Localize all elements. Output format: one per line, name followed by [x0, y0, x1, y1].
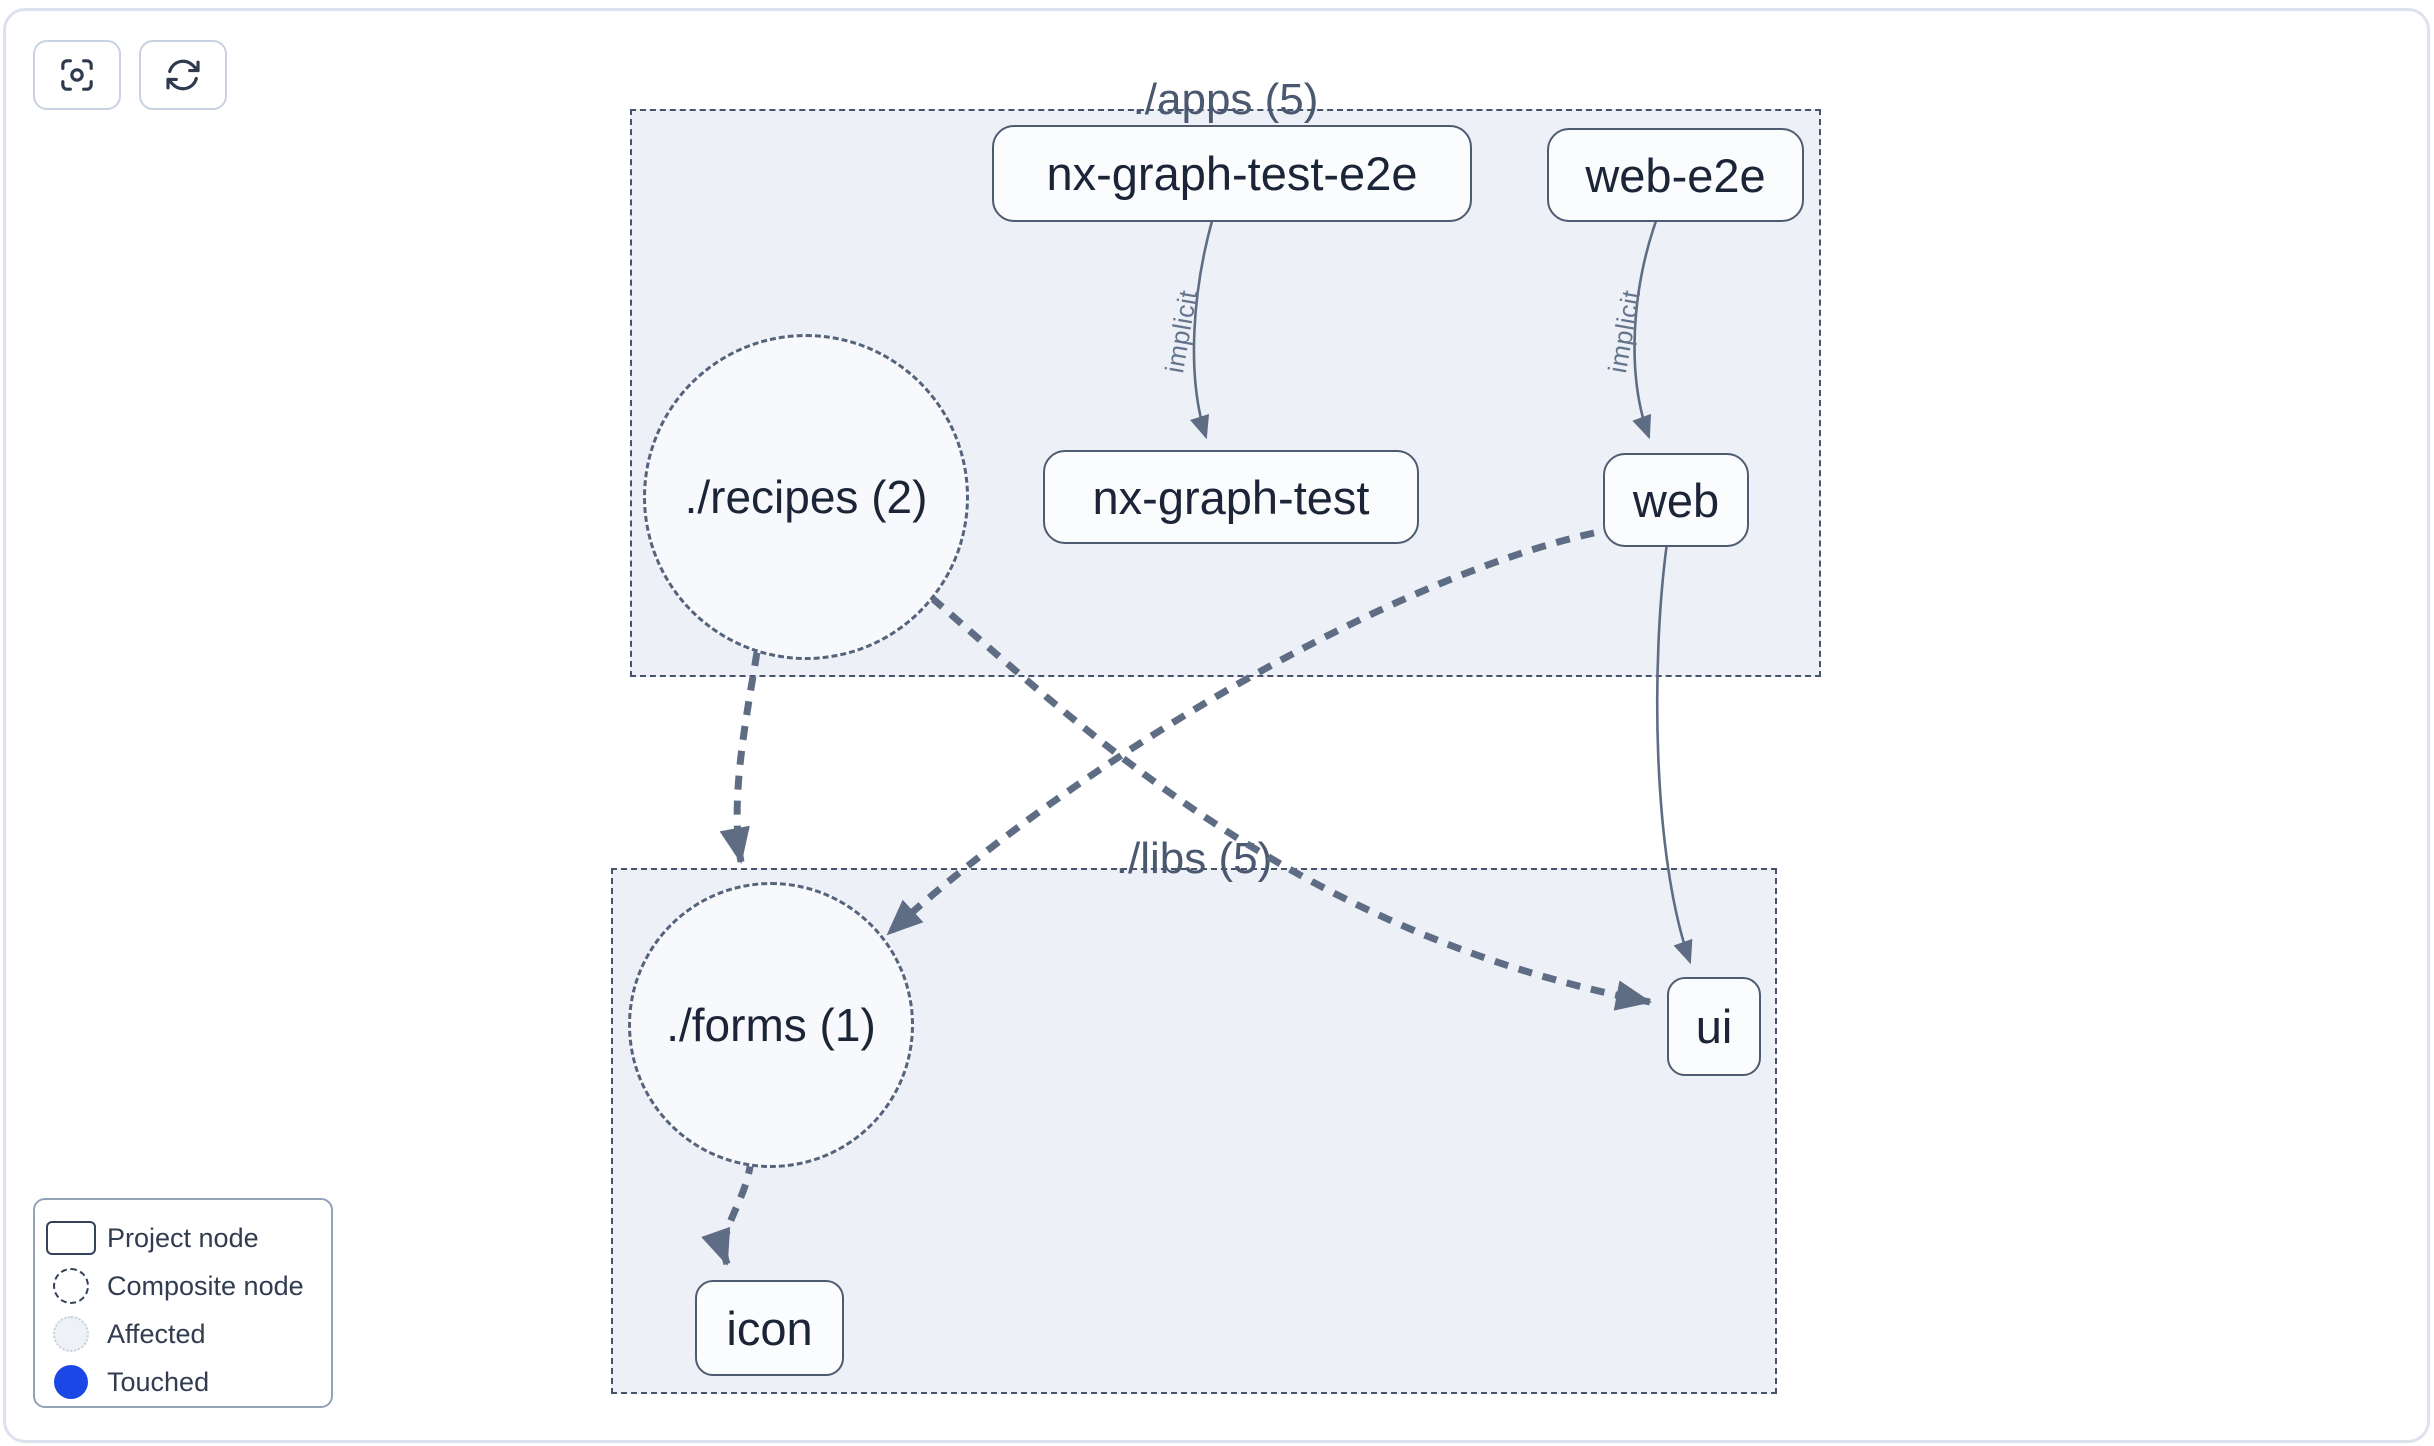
legend-row-project-node: Project node — [35, 1214, 331, 1262]
project-node-ui-label: ui — [1695, 1000, 1733, 1053]
composite-node-recipes[interactable]: ./recipes (2) — [643, 334, 969, 660]
composite-node-marker-icon — [53, 1268, 89, 1304]
group-apps-label: ./apps (5) — [1132, 75, 1319, 124]
edge-recipes-to-ui — [929, 595, 1652, 1011]
group-libs-label: ./libs (5) — [1115, 834, 1273, 883]
composite-node-recipes-label: ./recipes (2) — [684, 471, 928, 523]
edge-nx-graph-test-e2e-to-nx-graph-test — [1190, 220, 1214, 440]
project-node-marker-icon — [46, 1221, 96, 1255]
project-node-ui[interactable]: ui — [1667, 977, 1761, 1076]
affected-marker-icon — [53, 1316, 89, 1352]
project-node-nx-graph-test-e2e-label: nx-graph-test-e2e — [1046, 147, 1418, 200]
edge-web-e2e-to-web — [1632, 220, 1658, 440]
legend-row-affected: Affected — [35, 1310, 331, 1358]
legend-label-composite-node: Composite node — [107, 1270, 304, 1301]
refresh-graph-button[interactable] — [139, 40, 227, 110]
project-node-nx-graph-test-label: nx-graph-test — [1092, 470, 1370, 524]
legend-label-project-node: Project node — [107, 1222, 259, 1253]
legend-label-touched: Touched — [107, 1366, 210, 1397]
project-node-web[interactable]: web — [1603, 453, 1749, 547]
edge-label-implicit-1: implicit — [1159, 287, 1203, 375]
project-node-icon[interactable]: icon — [695, 1280, 844, 1376]
project-node-nx-graph-test-e2e[interactable]: nx-graph-test-e2e — [992, 125, 1472, 222]
touched-marker-icon — [54, 1365, 88, 1399]
graph-toolbar — [33, 40, 227, 110]
project-node-icon-label: icon — [726, 1301, 813, 1355]
project-node-web-e2e[interactable]: web-e2e — [1547, 128, 1804, 222]
edge-web-to-forms — [885, 529, 1595, 937]
project-node-web-e2e-label: web-e2e — [1585, 148, 1766, 202]
composite-node-forms-label: ./forms (1) — [666, 999, 876, 1051]
legend-row-composite-node: Composite node — [35, 1262, 331, 1310]
legend-label-affected: Affected — [107, 1318, 206, 1349]
project-node-web-label: web — [1632, 473, 1720, 527]
edge-recipes-to-forms — [719, 651, 761, 864]
edge-forms-to-icon — [701, 1159, 755, 1266]
legend-row-touched: Touched — [35, 1358, 331, 1406]
refresh-icon — [166, 59, 200, 91]
project-node-nx-graph-test[interactable]: nx-graph-test — [1043, 450, 1419, 544]
center-graph-button[interactable] — [33, 40, 121, 110]
legend: Project node Composite node Affected Tou… — [33, 1198, 333, 1408]
focus-icon — [61, 59, 93, 91]
edge-label-implicit-2: implicit — [1602, 287, 1646, 375]
composite-node-forms[interactable]: ./forms (1) — [628, 882, 914, 1168]
edge-web-to-ui — [1655, 542, 1693, 965]
